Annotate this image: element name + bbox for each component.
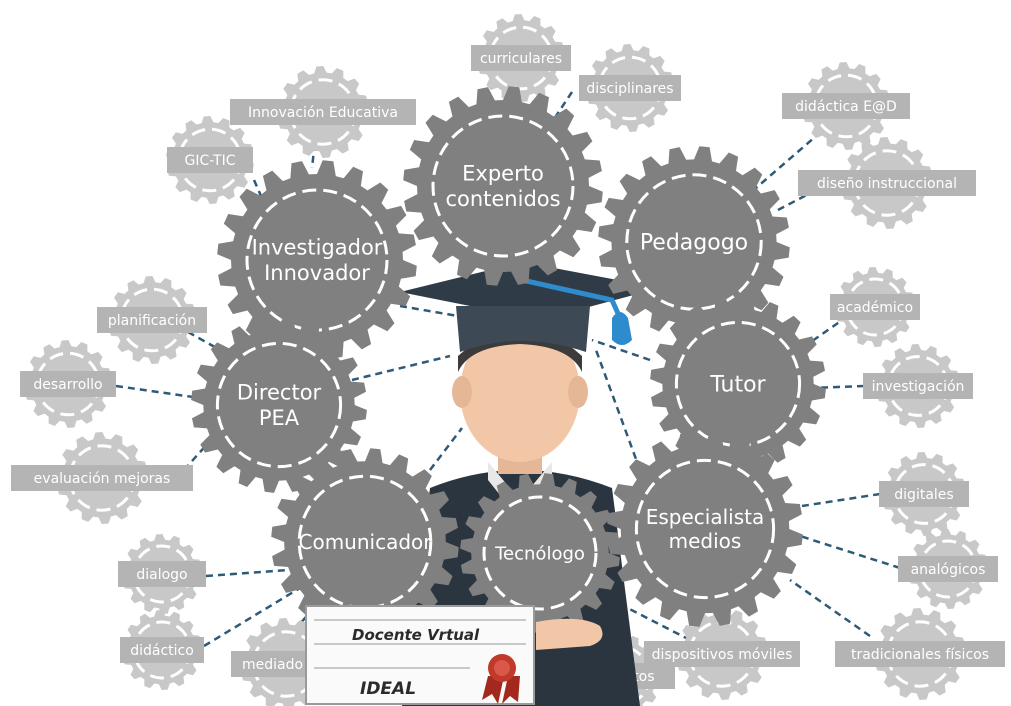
connector-line: [351, 354, 451, 382]
connector-line: [801, 492, 881, 508]
role-label: Especialista: [646, 505, 765, 529]
keyword-tag: dispositivos móviles: [644, 641, 800, 667]
keyword-tag: planificación: [97, 307, 207, 333]
tag-background: [835, 641, 1005, 667]
tag-background: [97, 307, 207, 333]
tag-label: dialogo: [136, 567, 187, 583]
tag-background: [120, 637, 204, 663]
tag-background: [118, 561, 206, 587]
keyword-tag: digitales: [879, 481, 969, 507]
connector-line: [799, 534, 901, 570]
keyword-tag: académico: [830, 294, 920, 320]
connector-line: [789, 578, 871, 638]
connector-line: [187, 330, 239, 362]
certificate-title: Docente Vrtual: [352, 626, 480, 644]
role-label: PEA: [259, 406, 300, 430]
role-label: Innovador: [264, 261, 370, 285]
tag-background: [863, 373, 973, 399]
tag-background: [830, 294, 920, 320]
tag-label: curriculares: [480, 51, 562, 67]
tag-label: digitales: [894, 487, 953, 503]
certificate-subtitle: IDEAL: [360, 679, 416, 699]
role-gear: Pedagogo: [598, 146, 790, 338]
connector-line: [203, 586, 301, 648]
keyword-tag: didáctica E@D: [782, 93, 910, 119]
role-label: Pedagogo: [640, 231, 748, 256]
tag-label: dispositivos móviles: [652, 647, 793, 663]
tag-background: [579, 75, 681, 101]
role-label: Comunicador: [299, 530, 433, 554]
keyword-tag: diseño instruccional: [798, 170, 976, 196]
connector-line: [594, 349, 642, 471]
tag-background: [20, 371, 116, 397]
tag-label: académico: [837, 300, 913, 316]
tag-background: [898, 556, 998, 582]
role-label: Tecnólogo: [494, 543, 585, 564]
tag-background: [230, 99, 416, 125]
tag-label: investigación: [872, 379, 965, 395]
tag-background: [798, 170, 976, 196]
tag-label: diseño instruccional: [817, 176, 957, 192]
tag-label: planificación: [108, 313, 196, 329]
keyword-tag: desarrollo: [20, 371, 116, 397]
connector-line: [205, 568, 289, 578]
tag-background: [782, 93, 910, 119]
role-gear: Tutor: [650, 296, 826, 472]
role-gear: Comunicador: [271, 448, 459, 636]
role-label: Experto: [462, 162, 544, 186]
head: [460, 322, 580, 462]
tag-label: evaluación mejoras: [34, 471, 171, 487]
keyword-tag: evaluación mejoras: [11, 465, 193, 491]
tag-label: didáctico: [130, 643, 194, 659]
tassel: [612, 312, 632, 345]
cap-base: [456, 306, 590, 352]
tag-label: disciplinares: [586, 81, 673, 97]
hand: [536, 618, 603, 650]
left-ear: [452, 376, 472, 408]
tag-background: [11, 465, 193, 491]
tag-background: [644, 641, 800, 667]
connector-line: [115, 384, 201, 400]
keyword-tag: GIC-TIC: [167, 147, 253, 173]
role-label: Tutor: [709, 373, 766, 398]
tag-background: [167, 147, 253, 173]
connector-line: [591, 338, 651, 362]
keyword-tag: dialogo: [118, 561, 206, 587]
keyword-tag: tradicionales físicos: [835, 641, 1005, 667]
connector-line: [429, 427, 463, 471]
tag-label: tradicionales físicos: [851, 647, 989, 663]
tag-label: didáctica E@D: [795, 99, 897, 115]
role-gears: ExpertocontenidosPedagogoInvestigadorInn…: [191, 86, 826, 636]
award-ribbon-icon: [482, 654, 520, 704]
connector-line: [811, 384, 865, 390]
keyword-tag: analógicos: [898, 556, 998, 582]
role-label: medios: [669, 529, 742, 553]
tag-background: [471, 45, 571, 71]
keyword-tag: curriculares: [471, 45, 571, 71]
tag-background: [879, 481, 969, 507]
tag-label: desarrollo: [33, 377, 102, 393]
right-ear: [568, 376, 588, 408]
tag-label: analógicos: [911, 562, 986, 578]
role-label: Investigador: [252, 236, 383, 260]
keyword-tag: disciplinares: [579, 75, 681, 101]
tag-label: GIC-TIC: [185, 153, 236, 169]
keyword-tag: investigación: [863, 373, 973, 399]
connector-line: [399, 304, 459, 318]
role-label: Director: [237, 381, 322, 405]
role-label: contenidos: [445, 187, 560, 211]
tassel-cord: [521, 277, 623, 320]
role-gear: Tecnólogo: [460, 473, 620, 633]
certificate: Docente Vrtual IDEAL: [305, 605, 603, 705]
connector-line: [807, 314, 849, 346]
tag-label: Innovación Educativa: [248, 105, 398, 121]
keyword-tag: didáctico: [120, 637, 204, 663]
keyword-tag: Innovación Educativa: [230, 99, 416, 125]
